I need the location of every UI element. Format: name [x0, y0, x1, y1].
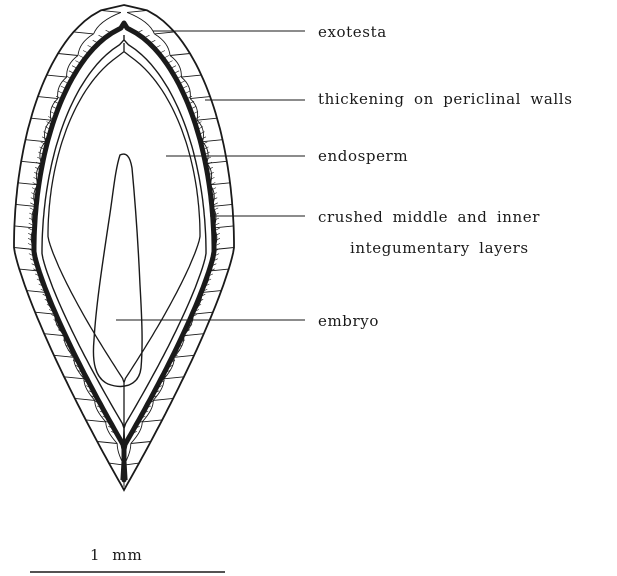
- exotesta-cell-wall: [26, 140, 46, 142]
- exotesta-cell-wall: [31, 118, 51, 120]
- exotesta-cell-wall: [75, 398, 95, 400]
- exotesta-cell-wall: [181, 75, 201, 77]
- exotesta-cell-wall: [154, 32, 174, 34]
- label-crushed-layers-line2: integumentary layers: [350, 241, 529, 256]
- exotesta-cell-wall: [212, 204, 232, 206]
- exotesta-cell-wall: [164, 377, 184, 379]
- exotesta-cell-wall: [190, 97, 210, 99]
- endosperm-outline: [48, 43, 200, 430]
- exotesta-cell-wall: [35, 312, 55, 314]
- exotesta-cell-wall: [14, 248, 34, 250]
- label-thickening-periclinal-walls: thickening on periclinal walls: [318, 92, 573, 107]
- exotesta-cell-wall: [203, 140, 223, 142]
- exotesta-cell-wall: [97, 442, 117, 444]
- exotesta-cell-wall: [153, 398, 173, 400]
- exotesta-cell-wall: [64, 377, 84, 379]
- embryo-outline: [93, 154, 142, 386]
- exotesta-cell-wall: [131, 442, 151, 444]
- exotesta-cell-wall: [142, 420, 162, 422]
- exotesta-cell-wall: [127, 10, 147, 12]
- exotesta-cell-wall: [14, 226, 34, 228]
- exotesta-cell-wall: [74, 32, 94, 34]
- exotesta-cell-wall: [86, 420, 106, 422]
- exotesta-cell-wall: [214, 248, 234, 250]
- exotesta-cell-wall: [197, 118, 217, 120]
- exotesta-cell-wall: [214, 226, 234, 228]
- exotesta-cell-wall: [101, 10, 121, 12]
- exotesta-cell-wall: [16, 204, 36, 206]
- exotesta-cell-wall: [193, 312, 213, 314]
- exotesta-cell-wall: [47, 75, 67, 77]
- exotesta-cell-wall: [58, 54, 78, 56]
- thickening-hatch-marks: [28, 30, 220, 434]
- label-embryo: embryo: [318, 314, 379, 329]
- exotesta-cell-wall: [38, 97, 58, 99]
- label-exotesta: exotesta: [318, 25, 387, 40]
- scale-bar-label: 1 mm: [90, 548, 143, 563]
- exotesta-cell-wall: [170, 54, 190, 56]
- label-crushed-layers-line1: crushed middle and inner: [318, 210, 540, 225]
- label-endosperm: endosperm: [318, 149, 408, 164]
